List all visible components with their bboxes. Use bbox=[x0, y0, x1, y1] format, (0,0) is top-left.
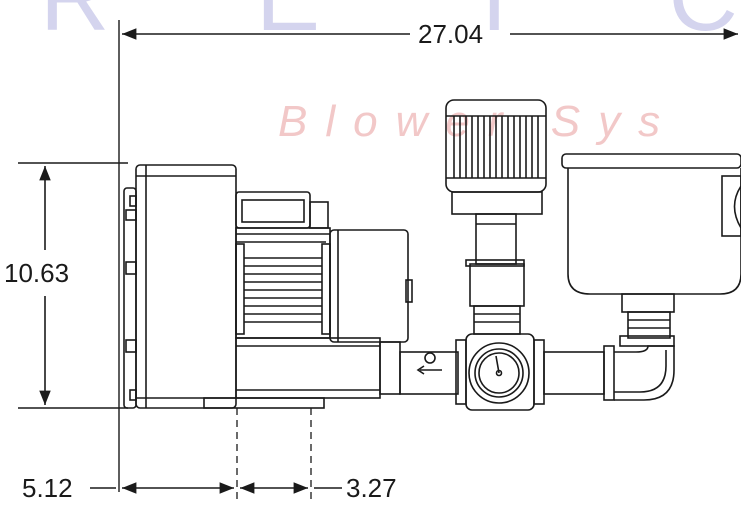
motor-body bbox=[235, 227, 331, 339]
dimension-label-foot-spacing: 3.27 bbox=[346, 473, 397, 503]
pressure-gauge-icon bbox=[468, 342, 530, 404]
check-valve bbox=[399, 351, 459, 395]
muffler bbox=[203, 337, 401, 409]
dimension-overall-length bbox=[118, 20, 738, 492]
relief-valve-knob bbox=[445, 99, 547, 215]
outlet-pipe bbox=[543, 345, 615, 401]
motor-end-cap bbox=[329, 229, 413, 343]
dimension-height bbox=[18, 162, 128, 409]
blower-housing bbox=[125, 164, 237, 409]
terminal-box bbox=[235, 191, 329, 229]
dimension-label-foot-offset: 5.12 bbox=[22, 473, 73, 503]
elbow-fitting bbox=[614, 311, 675, 401]
dimension-foot bbox=[90, 408, 342, 500]
dimension-label-height: 10.63 bbox=[4, 258, 69, 288]
filter-canister bbox=[561, 153, 741, 313]
blower-end-cover bbox=[123, 187, 137, 409]
watermark-brand: R E T C E L bbox=[40, 0, 741, 51]
watermark-subtitle: Blower Sys bbox=[278, 97, 678, 146]
dimension-label-overall-length: 27.04 bbox=[418, 19, 483, 49]
vertical-riser bbox=[465, 213, 525, 335]
